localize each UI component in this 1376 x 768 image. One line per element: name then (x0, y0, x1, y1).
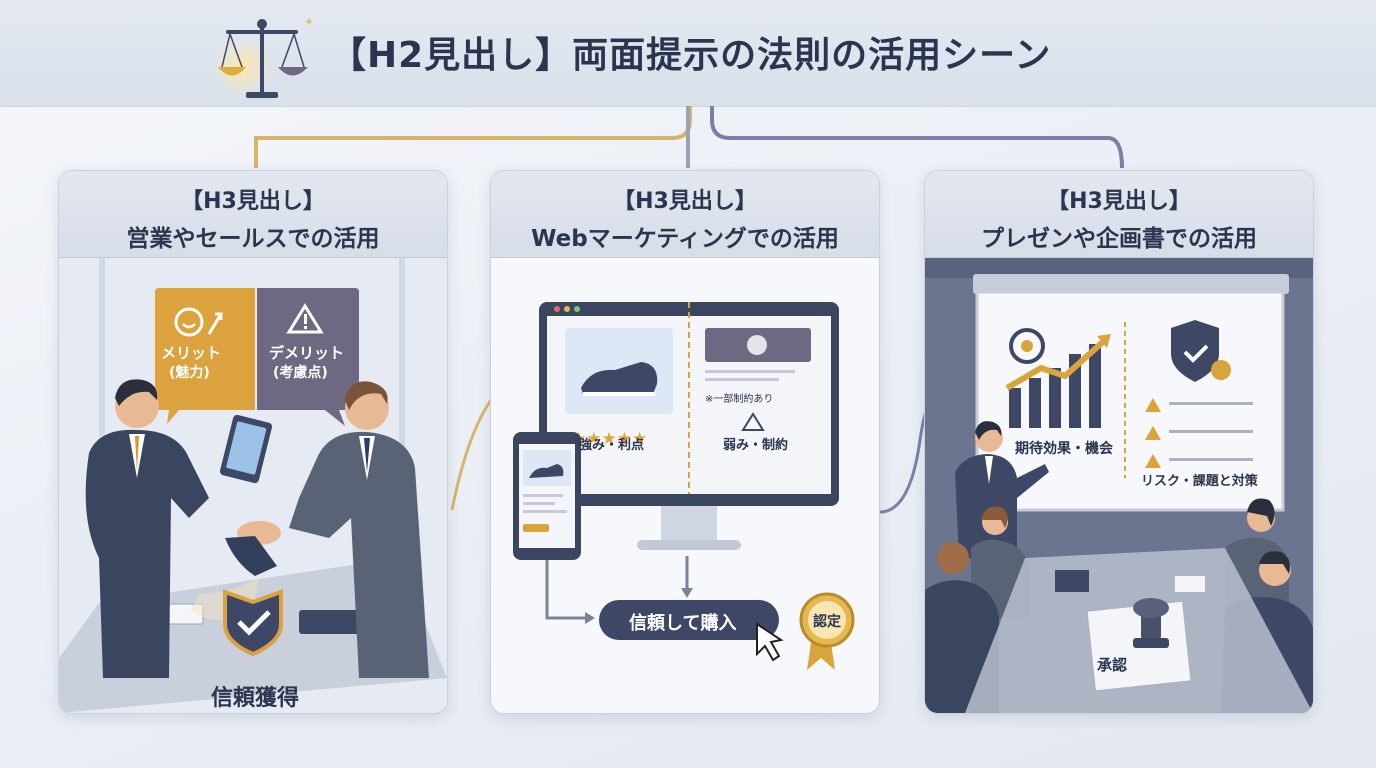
shoe-icon (581, 362, 658, 394)
svg-text:★★★★★: ★★★★★ (571, 429, 647, 449)
page-title: 【H2見出し】両面提示の法則の活用シーン (330, 35, 1052, 76)
card-sales: 【H3見出し】 営業やセールスでの活用 (58, 170, 448, 714)
target-icon (1009, 328, 1045, 364)
bubble-demerit-sub: (考慮点) (273, 365, 328, 381)
shield-check-icon (223, 589, 283, 657)
web-illustration: ★★★★★ (513, 302, 855, 670)
card-sales-title: 営業やセールスでの活用 (126, 226, 380, 252)
chart-caption: 期待効果・機会 (1015, 441, 1113, 457)
card-web-title: Webマーケティングでの活用 (531, 226, 839, 252)
card-sales-tag: 【H3見出し】 (181, 189, 325, 214)
svg-text:✦: ✦ (304, 15, 312, 29)
card-presentation-header: 【H3見出し】 プレゼンや企画書での活用 (925, 171, 1313, 258)
bubble-merit-label: メリット (161, 344, 222, 362)
warning-small-icon (741, 412, 765, 431)
smile-icon (174, 307, 204, 337)
web-scene: ★★★★★ 強み・利点 ※一部制約あり 弱み・制約 信頼して購入 (491, 258, 879, 713)
strength-caption: 強み・利点 (579, 438, 645, 453)
card-presentation-title: プレゼンや企画書での活用 (981, 226, 1257, 252)
risk-caption: リスク・課題と対策 (1141, 474, 1258, 489)
weakness-caption: 弱み・制約 (723, 438, 789, 453)
trust-label: 信頼獲得 (211, 686, 300, 711)
bubble-demerit-label: デメリット (269, 344, 345, 362)
approval-stamp-label: 承認 (1097, 656, 1128, 674)
seal-label: 認定 (813, 614, 841, 630)
shield-gear-icon (1171, 320, 1219, 382)
card-presentation: 【H3見出し】 プレゼンや企画書での活用 (924, 170, 1314, 714)
neutral-face-icon (747, 335, 767, 355)
warning-icon (286, 303, 324, 334)
card-presentation-tag: 【H3見出し】 (1047, 189, 1191, 214)
presentation-illustration (925, 258, 1313, 713)
buy-button-shape (599, 600, 779, 640)
constraint-note: ※一部制約あり (705, 394, 774, 405)
sales-scene: メリット (魅力) デメリット (考慮点) 信頼獲得 (59, 258, 447, 713)
sales-illustration (59, 258, 447, 713)
card-web-header: 【H3見出し】 Webマーケティングでの活用 (491, 171, 879, 258)
presentation-scene: 期待効果・機会 リスク・課題と対策 承認 (925, 258, 1313, 713)
header-band: ✦ 【H2見出し】両面提示の法則の活用シーン (0, 0, 1376, 107)
buy-button-label[interactable]: 信頼して購入 (629, 613, 737, 634)
card-sales-header: 【H3見出し】 営業やセールスでの活用 (59, 171, 447, 258)
cursor-icon (756, 622, 784, 662)
card-web: 【H3見出し】 Webマーケティングでの活用 ★★★★★ (490, 170, 880, 714)
growth-arrow-icon (1005, 337, 1108, 391)
balance-scale-icon: ✦ (212, 15, 312, 98)
card-web-tag: 【H3見出し】 (613, 189, 757, 214)
bubble-merit-sub: (魅力) (169, 365, 210, 381)
